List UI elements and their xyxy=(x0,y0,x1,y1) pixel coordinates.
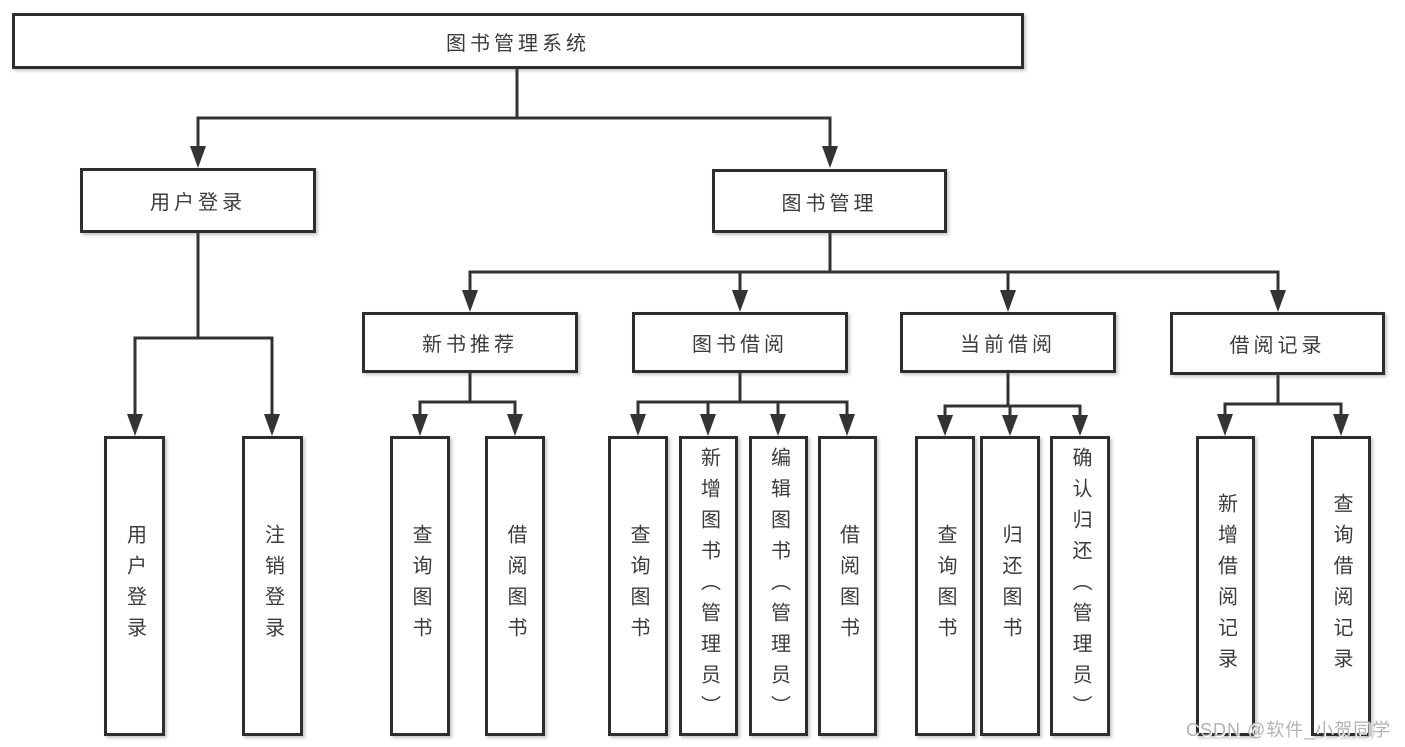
leaf-query-books-3-label: 查询图书 xyxy=(934,524,956,648)
leaf-user-login: 用户登录 xyxy=(104,436,165,736)
node-root: 图书管理系统 xyxy=(12,13,1024,69)
node-current-borrowing-label: 当前借阅 xyxy=(960,334,1056,356)
node-book-management-label: 图书管理 xyxy=(781,192,878,215)
node-user-login: 用户登录 xyxy=(80,168,316,233)
leaf-borrow-books-1: 借阅图书 xyxy=(485,436,545,736)
leaf-logout-label: 注销登录 xyxy=(261,524,284,648)
leaf-add-borrow-record: 新增借阅记录 xyxy=(1196,436,1255,736)
node-root-label: 图书管理系统 xyxy=(446,32,590,55)
node-borrowing-records: 借阅记录 xyxy=(1170,312,1385,375)
leaf-query-books-1: 查询图书 xyxy=(390,436,450,736)
leaf-query-borrow-record-label: 查询借阅记录 xyxy=(1330,493,1352,679)
leaf-edit-books-admin: 编辑图书（管理员） xyxy=(749,436,808,736)
node-book-management: 图书管理 xyxy=(712,169,947,233)
node-current-borrowing: 当前借阅 xyxy=(900,312,1116,373)
leaf-query-books-3: 查询图书 xyxy=(915,436,975,736)
node-user-login-label: 用户登录 xyxy=(150,192,246,214)
node-book-borrowing: 图书借阅 xyxy=(632,312,848,373)
leaf-query-books-2-label: 查询图书 xyxy=(627,524,649,648)
leaf-query-books-1-label: 查询图书 xyxy=(409,524,431,648)
leaf-logout: 注销登录 xyxy=(242,436,303,736)
watermark: CSDN @软件_小贺同学 xyxy=(1186,720,1392,740)
node-new-book-recommend-label: 新书推荐 xyxy=(422,334,518,356)
leaf-query-books-2: 查询图书 xyxy=(608,436,668,736)
leaf-confirm-return-admin: 确认归还（管理员） xyxy=(1050,436,1110,736)
node-new-book-recommend: 新书推荐 xyxy=(362,312,578,373)
leaf-add-borrow-record-label: 新增借阅记录 xyxy=(1214,493,1237,679)
leaf-add-books-admin-label: 新增图书（管理员） xyxy=(697,446,720,726)
leaf-borrow-books-1-label: 借阅图书 xyxy=(504,524,526,648)
leaf-query-borrow-record: 查询借阅记录 xyxy=(1311,436,1371,736)
node-borrowing-records-label: 借阅记录 xyxy=(1229,335,1326,357)
leaf-borrow-books-2: 借阅图书 xyxy=(818,436,877,736)
node-book-borrowing-label: 图书借阅 xyxy=(692,334,788,356)
leaf-add-books-admin: 新增图书（管理员） xyxy=(679,436,738,736)
leaf-user-login-label: 用户登录 xyxy=(123,524,146,648)
leaf-edit-books-admin-label: 编辑图书（管理员） xyxy=(767,446,790,726)
leaf-return-books: 归还图书 xyxy=(980,436,1040,736)
leaf-borrow-books-2-label: 借阅图书 xyxy=(836,524,859,648)
leaf-return-books-label: 归还图书 xyxy=(999,524,1021,648)
leaf-confirm-return-admin-label: 确认归还（管理员） xyxy=(1069,446,1091,726)
